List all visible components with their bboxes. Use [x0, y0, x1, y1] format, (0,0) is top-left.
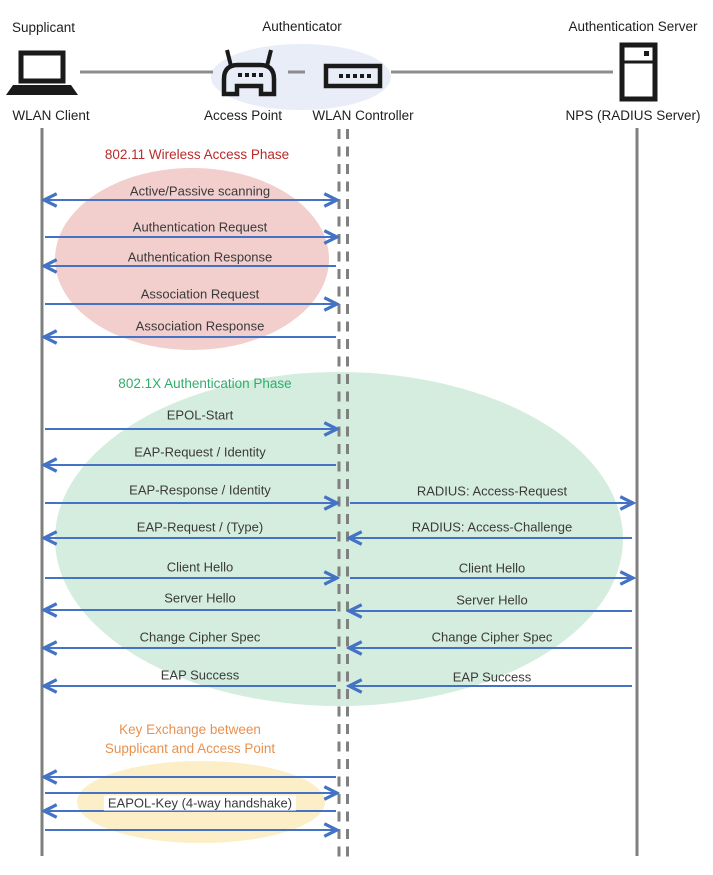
device-label-wlan-controller: WLAN Controller [312, 108, 414, 123]
role-label-authentication-server: Authentication Server [568, 19, 698, 34]
message-label: EAP Success [160, 667, 240, 683]
message-label: EAP-Response / Identity [129, 482, 271, 498]
message-label: Change Cipher Spec [431, 629, 553, 645]
message-label: Client Hello [458, 560, 526, 576]
message-label: EAP-Request / (Type) [136, 519, 264, 535]
message-label: Active/Passive scanning [129, 183, 271, 199]
laptop-icon [6, 50, 78, 95]
message-label: EAP Success [452, 669, 532, 685]
wlan-controller-icon [323, 63, 383, 89]
message-label: RADIUS: Access-Request [416, 483, 568, 499]
message-label: Client Hello [166, 559, 234, 575]
message-label: Change Cipher Spec [139, 629, 261, 645]
message-label: Authentication Response [127, 249, 273, 265]
server-icon [619, 42, 658, 102]
message-label: Association Response [135, 318, 265, 334]
message-label: EAPOL-Key (4-way handshake) [103, 795, 297, 811]
message-label: Authentication Request [132, 219, 268, 235]
phase-title-8021x-authentication: 802.1X Authentication Phase [118, 376, 292, 391]
access-point-icon [221, 49, 277, 97]
authenticator-group-highlight [211, 44, 391, 110]
message-label: Server Hello [456, 592, 528, 608]
message-label: Server Hello [164, 590, 236, 606]
phase-title-wireless-access: 802.11 Wireless Access Phase [104, 147, 290, 162]
phase-title-key-exchange-line1: Key Exchange between [119, 722, 261, 737]
message-label: RADIUS: Access-Challenge [411, 519, 573, 535]
device-label-access-point: Access Point [203, 108, 283, 123]
device-label-nps-radius-server: NPS (RADIUS Server) [565, 108, 701, 123]
role-label-supplicant: Supplicant [12, 20, 76, 35]
message-label: Association Request [140, 286, 260, 302]
phase-title-key-exchange-line2: Supplicant and Access Point [104, 741, 276, 756]
message-arrows [45, 200, 632, 830]
message-label: EAP-Request / Identity [134, 444, 266, 460]
message-label: EPOL-Start [166, 407, 234, 423]
role-label-authenticator: Authenticator [262, 19, 342, 34]
device-label-wlan-client: WLAN Client [12, 108, 90, 123]
